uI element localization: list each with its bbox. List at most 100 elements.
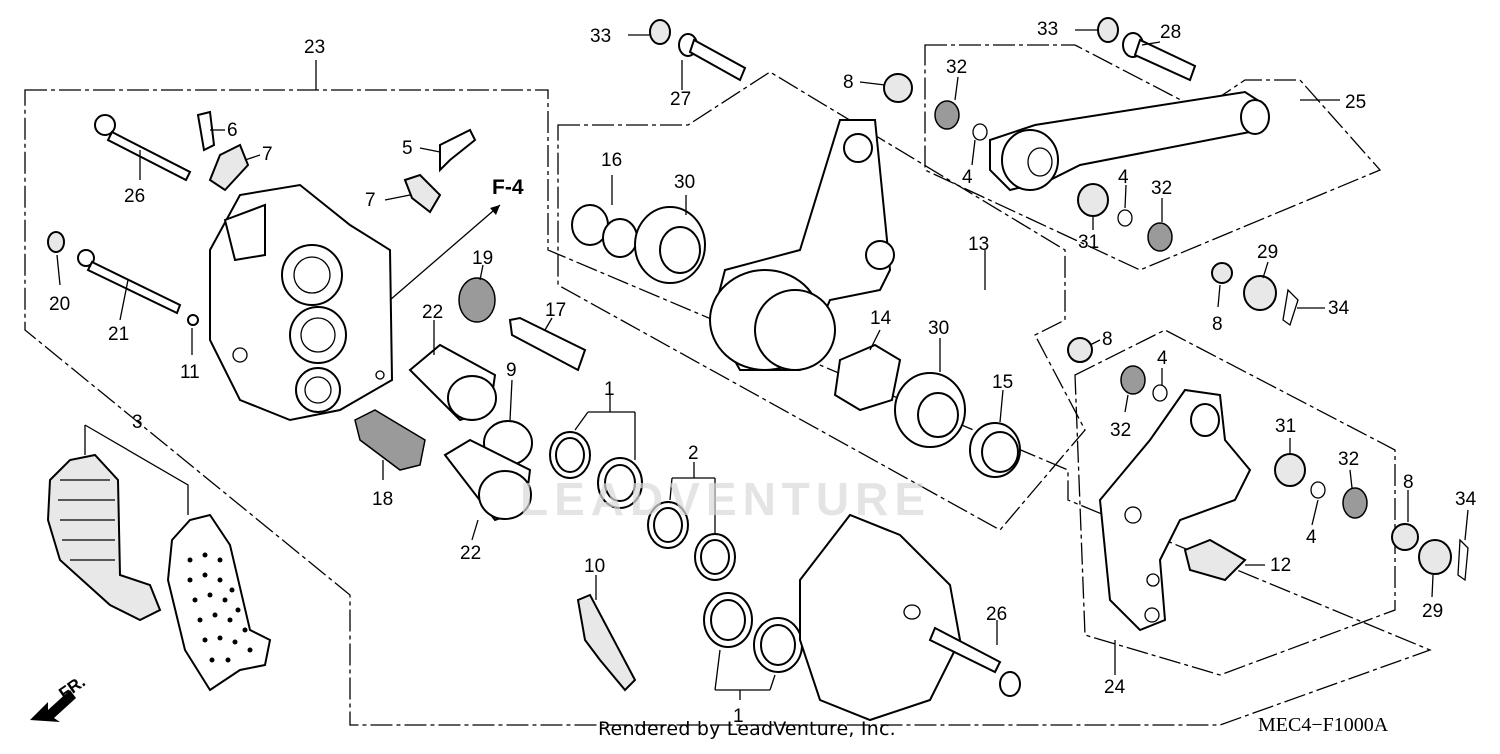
footer-credit: Rendered by LeadVenture, Inc. <box>598 718 896 740</box>
bearing-30-upper <box>634 206 706 284</box>
seal-2 <box>647 501 736 581</box>
brake-pad-outer <box>166 513 272 692</box>
label-31: 31 <box>1078 232 1099 253</box>
caliper-body <box>209 183 394 422</box>
label-32: 32 <box>1110 420 1131 441</box>
label-14: 14 <box>870 308 892 329</box>
caliper-bracket <box>709 119 895 371</box>
label-34: 34 <box>1455 489 1477 510</box>
label-12: 12 <box>1270 555 1291 576</box>
label-19: 19 <box>472 248 493 269</box>
nut-29-b <box>1418 539 1452 575</box>
collar-14 <box>833 343 902 412</box>
label-32: 32 <box>946 57 967 78</box>
label-7: 7 <box>365 190 376 211</box>
cap-7b <box>403 173 442 214</box>
collar-8-lower <box>1391 523 1419 551</box>
clip-4-c <box>1152 384 1168 402</box>
label-4: 4 <box>1306 527 1317 548</box>
collar-16 <box>571 204 638 258</box>
label-8: 8 <box>1102 329 1113 350</box>
group-outline-23 <box>24 89 1432 726</box>
bolt-28 <box>1122 32 1197 82</box>
collar-31-b <box>1274 453 1306 487</box>
label-33: 33 <box>1037 19 1058 40</box>
label-8: 8 <box>843 72 854 93</box>
label-21: 21 <box>108 324 129 345</box>
label-2: 2 <box>688 443 699 464</box>
pin-34-a <box>1282 288 1299 327</box>
clip-4-b <box>1117 209 1133 227</box>
seal-1-lower <box>703 592 803 673</box>
bearing-32-c <box>1120 365 1146 395</box>
bleeder-5 <box>439 128 477 173</box>
label-5: 5 <box>402 138 413 159</box>
bearing-30-lower <box>894 372 966 448</box>
diagram-code: MEC4−F1000A <box>1258 714 1389 736</box>
bleeder-6 <box>196 110 216 152</box>
label-33: 33 <box>590 26 611 47</box>
label-10: 10 <box>584 556 605 577</box>
cap-20 <box>47 231 65 253</box>
collar-8-left <box>1067 337 1093 363</box>
label-4: 4 <box>962 167 973 188</box>
nut-33-right <box>1097 17 1119 43</box>
group-outline-24 <box>1074 329 1396 676</box>
label-27: 27 <box>670 89 691 110</box>
label-15: 15 <box>992 372 1013 393</box>
bolt-27 <box>678 33 747 82</box>
label-24: 24 <box>1104 677 1126 698</box>
washer-11 <box>187 314 199 326</box>
label-18: 18 <box>372 489 393 510</box>
group-outline-13 <box>557 71 1086 531</box>
label-6: 6 <box>227 120 238 141</box>
piston-22-lower <box>443 438 532 522</box>
label-30: 30 <box>928 318 949 339</box>
clip-12 <box>1183 538 1247 582</box>
label-28: 28 <box>1160 22 1181 43</box>
front-label: FR. <box>55 672 88 703</box>
clip-4-a <box>972 123 988 141</box>
watermark: LEADVENTURE <box>520 473 932 525</box>
piston-22-upper <box>408 343 497 422</box>
label-25: 25 <box>1345 92 1366 113</box>
link-arm <box>989 90 1270 192</box>
label-34: 34 <box>1328 298 1350 319</box>
leader-lines <box>56 29 1469 700</box>
bearing-32-a <box>934 100 960 130</box>
label-4: 4 <box>1157 348 1168 369</box>
bearing-32-b <box>1147 222 1173 252</box>
label-30: 30 <box>674 172 695 193</box>
front-arrow-icon <box>30 690 76 722</box>
label-22: 22 <box>422 302 443 323</box>
collar-31-a <box>1077 183 1109 217</box>
bolt-21 <box>77 249 182 315</box>
collar-8-right <box>1211 262 1233 284</box>
label-8: 8 <box>1212 314 1223 335</box>
collar-8-top <box>883 73 913 103</box>
label-11: 11 <box>180 362 200 383</box>
label-31: 31 <box>1275 416 1296 437</box>
label-4: 4 <box>1118 167 1129 188</box>
label-8: 8 <box>1403 472 1414 493</box>
bolt-26 <box>94 114 192 182</box>
bolt-26-lower <box>928 626 1021 697</box>
label-3: 3 <box>132 412 143 433</box>
label-26: 26 <box>124 186 145 207</box>
spring-10 <box>576 593 637 692</box>
label-7: 7 <box>262 144 273 165</box>
label-1: 1 <box>733 706 744 727</box>
nut-29-a <box>1243 275 1277 311</box>
boot-18 <box>354 409 426 471</box>
pin-17 <box>508 316 587 372</box>
label-20: 20 <box>49 294 70 315</box>
ref-label-f4: F-4 <box>492 176 524 199</box>
collar-15 <box>969 422 1021 478</box>
label-29: 29 <box>1257 242 1278 263</box>
label-9: 9 <box>506 360 517 381</box>
label-29: 29 <box>1422 601 1443 622</box>
label-1: 1 <box>604 379 615 400</box>
boot-19 <box>458 277 496 323</box>
